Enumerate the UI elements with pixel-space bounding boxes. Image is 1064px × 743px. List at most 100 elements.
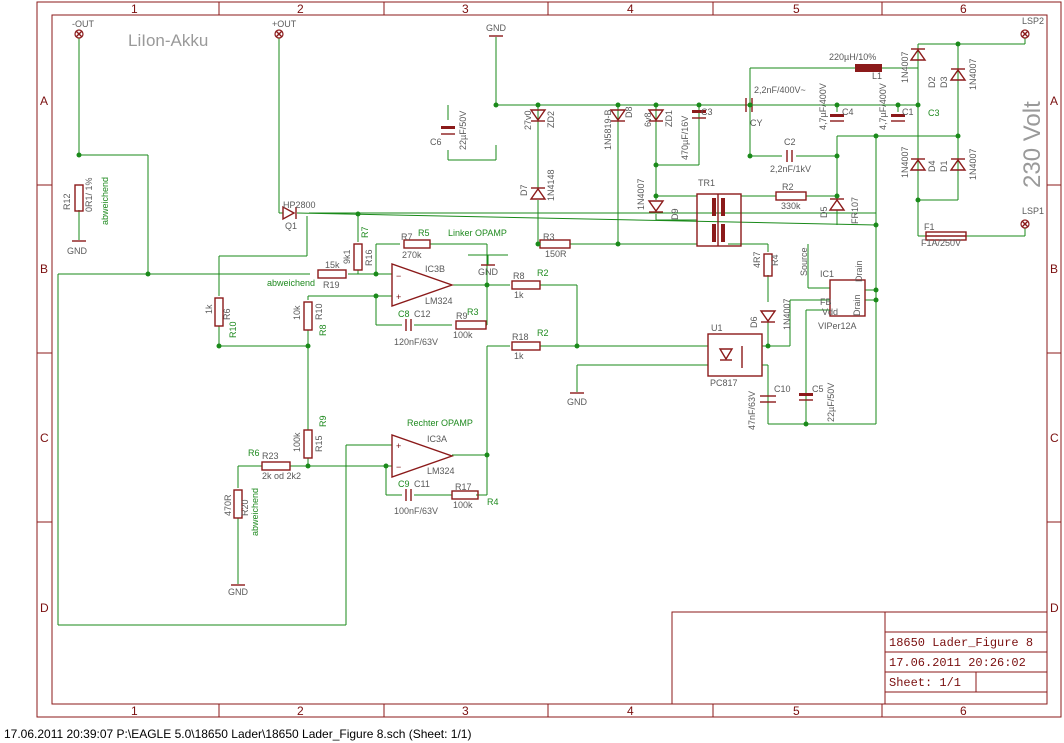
d4-label: D4 [927,160,937,172]
heading: LiIon-Akku [128,31,208,50]
r19-label: R19 [323,280,340,290]
c4-value: 4,7µF/400V [818,83,828,130]
resistor-r16 [353,243,363,271]
c2-value: 2,2nF/1kV [770,164,811,174]
c6-label: C6 [430,137,442,147]
r20-note: abweichend [250,488,260,536]
f1-value: F1A/250V [921,238,961,248]
r10-value: 10k [292,305,302,320]
zd2-value: 27v0 [523,110,533,130]
labels: -OUT +OUT LSP2 LSP1 GND GND GND GND GND … [62,16,1044,597]
diode-d9 [647,200,665,213]
svg-text:−: − [396,462,401,472]
c10-label: C10 [774,384,791,394]
q1-symbol [282,205,296,221]
resistor-r2 [775,191,807,201]
d3-label: D3 [939,76,949,88]
resistor-r20 [233,489,243,519]
r3-note: R3 [467,307,479,317]
r23-label: R23 [262,451,279,461]
r4-label: R4 [770,254,780,266]
diode-d2 [909,48,927,61]
resistor-r6 [214,297,224,327]
opamp-ic3b [391,263,455,307]
row-label: D [1050,601,1059,615]
d7-label: D7 [519,184,529,196]
cap-c6 [441,126,455,129]
frame-outer [36,1,1062,718]
gnd-label: GND [567,397,588,407]
row-labels-left: A B C D [40,94,49,615]
r3-value: 150R [545,249,567,259]
lsp2-label: LSP2 [1022,16,1044,26]
c8-note: C8 [398,309,410,319]
gnd-label: GND [478,267,499,277]
svg-text:−: − [396,271,401,281]
row-label: B [40,262,48,276]
r5-note: R5 [418,228,430,238]
r12-value: 0R1/ 1% [84,177,94,212]
c3-note: C3 [928,108,940,118]
r8-value: 1k [514,290,524,300]
rechter-opamp-label: Rechter OPAMP [407,418,473,428]
zd1-label: ZD1 [664,110,674,127]
d7-value: 1N4148 [546,169,556,201]
c3-value: 470µF/16V [680,116,690,160]
col-label: 1 [131,2,138,16]
ic1-drain-top: Drain [854,260,864,282]
r17-label: R17 [455,482,472,492]
svg-text:+: + [396,441,401,451]
r9-note: R9 [318,415,328,427]
ic1-fb: FB [820,297,832,307]
title-block-date: 17.06.2011 20:26:02 [889,656,1026,670]
gnd-label: GND [67,246,88,256]
r8-label: R8 [513,271,525,281]
lsp1-label: LSP1 [1022,206,1044,216]
ic3b-label: IC3B [425,264,445,274]
col-label: 2 [297,704,304,718]
out-minus-label: -OUT [72,19,94,29]
r20-label: R20 [240,499,250,516]
junctions [76,41,961,469]
r12-note: abweichend [100,177,110,225]
r19-value: 15k [325,260,340,270]
resistor-r8 [511,280,541,290]
cy-label: CY [750,118,763,128]
r6-value: 1k [204,304,214,314]
col-label: 4 [627,2,634,16]
components: − + + − [72,29,1030,586]
r20-value: 470R [223,494,233,516]
col-label: 6 [960,704,967,718]
c6-value: 22µF/50V [458,111,468,150]
diode-d7 [529,187,547,200]
d6-value: 1N4007 [782,298,792,330]
resistor-r18 [511,341,541,351]
row-label: D [40,601,49,615]
resistor-r12 [74,184,84,212]
r7-label: R7 [401,232,413,242]
d9-value: 1N4007 [636,178,646,210]
diode-d1 [949,158,967,171]
gnd-label: GND [486,23,507,33]
d4-value: 1N4007 [900,146,910,178]
r16-label: R16 [364,249,374,266]
ic1-label: IC1 [820,269,834,279]
resistor-r23 [261,461,291,471]
row-labels-right: A B C D [1050,94,1059,615]
resistor-r19 [317,269,347,279]
svg-text:+: + [396,292,401,302]
c4-label: C4 [842,107,854,117]
d8-value: 1N5819-B [603,109,613,150]
l1-label: L1 [872,71,882,81]
voltage-label: 230 Volt [1019,101,1046,188]
d2-value: 1N4007 [900,51,910,83]
ic1-drain: Drain [852,294,862,316]
col-label: 1 [131,704,138,718]
d1-label: D1 [939,160,949,172]
c11-label: C11 [414,479,430,489]
wires [57,37,1026,626]
r7-note: R7 [360,226,370,238]
c5-value: 22µF/50V [826,383,836,422]
linker-opamp-label: Linker OPAMP [448,228,507,238]
col-label: 4 [627,704,634,718]
